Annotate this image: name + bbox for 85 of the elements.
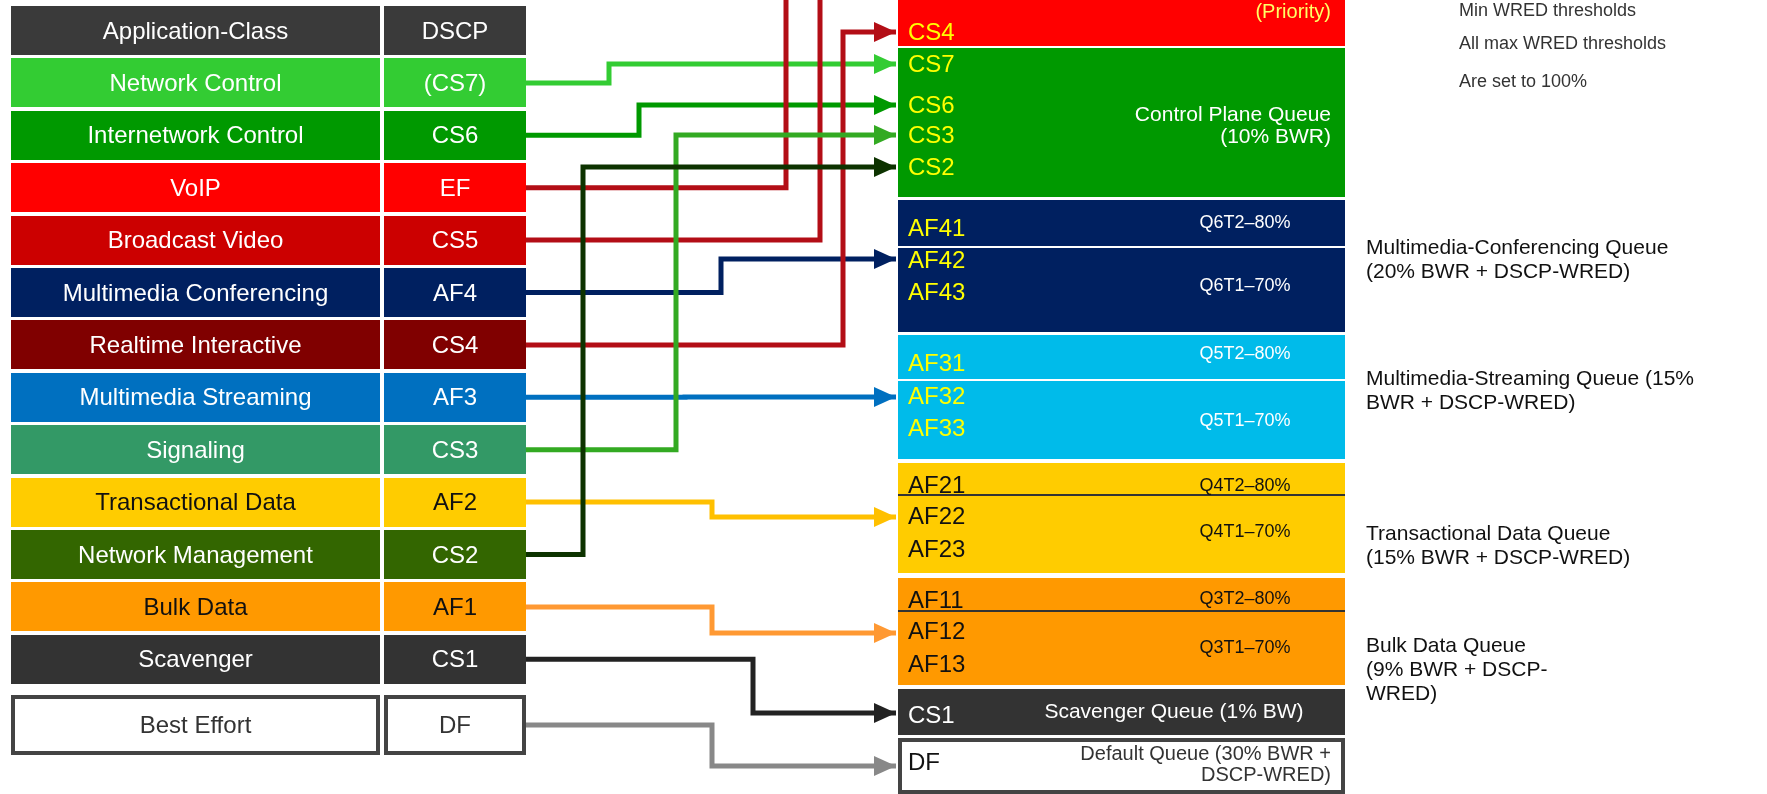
application-class-cell: Best Effort bbox=[11, 695, 380, 755]
application-class-cell: Scavenger bbox=[11, 634, 380, 684]
queue-box bbox=[898, 738, 1345, 794]
dscp-value: CS7 bbox=[908, 51, 955, 77]
threshold-label: Q4T1–70% bbox=[1199, 521, 1291, 541]
dscp-value: AF11 bbox=[908, 587, 964, 613]
application-class-cell: Signaling bbox=[11, 425, 380, 475]
arrow bbox=[526, 249, 896, 295]
application-class-cell: Broadcast Video bbox=[11, 215, 380, 265]
dscp-value: CS2 bbox=[908, 154, 955, 180]
queue-description: Multimedia-Streaming Queue (15% BWR + DSCP-WRED) bbox=[1366, 365, 1695, 415]
dscp-cell: CS6 bbox=[384, 110, 526, 160]
header-cell: Application-Class bbox=[11, 6, 380, 55]
dscp-cell: (CS7) bbox=[384, 58, 526, 108]
threshold-label: Q4T2–80% bbox=[1199, 475, 1291, 495]
dscp-value: CS3 bbox=[908, 122, 955, 148]
dscp-cell: CS4 bbox=[384, 320, 526, 370]
dscp-value: DF bbox=[908, 749, 940, 775]
application-class-cell: Network Control bbox=[11, 58, 380, 108]
application-class-cell: Bulk Data bbox=[11, 582, 380, 632]
application-class-cell: Realtime Interactive bbox=[11, 320, 380, 370]
arrow bbox=[526, 656, 896, 723]
dscp-value: AF41 bbox=[908, 215, 966, 241]
dscp-cell: CS2 bbox=[384, 530, 526, 579]
dscp-cell: CS3 bbox=[384, 425, 526, 475]
arrow bbox=[526, 722, 896, 776]
dscp-cell: CS5 bbox=[384, 215, 526, 265]
queue-box bbox=[898, 689, 1345, 735]
threshold-label: Q3T2–80% bbox=[1199, 588, 1291, 608]
dscp-value: AF13 bbox=[908, 651, 966, 677]
header-cell: DSCP bbox=[384, 6, 526, 55]
dscp-value: AF23 bbox=[908, 536, 966, 562]
queue-description: Transactional Data Queue (15% BWR + DSCP-WRED) bbox=[1366, 520, 1632, 570]
dscp-cell: AF2 bbox=[384, 477, 526, 527]
threshold-label: Q6T1–70% bbox=[1199, 275, 1291, 295]
arrow bbox=[526, 22, 896, 348]
note-text: Min WRED thresholds bbox=[1459, 0, 1637, 21]
dscp-cell: CS1 bbox=[384, 634, 526, 684]
queue-box bbox=[898, 335, 1345, 459]
dscp-value: AF33 bbox=[908, 415, 966, 441]
queue-box bbox=[898, 48, 1345, 197]
application-class-cell: Internetwork Control bbox=[11, 110, 380, 160]
queue-description: Multimedia-Conferencing Queue (20% BWR + DSCP-WRED) bbox=[1366, 234, 1670, 284]
application-class-cell: Multimedia Conferencing bbox=[11, 268, 380, 317]
dscp-cell: AF1 bbox=[384, 582, 526, 632]
dscp-value: AF43 bbox=[908, 279, 966, 305]
dscp-value: CS1 bbox=[908, 702, 955, 728]
queue-name: (Priority) bbox=[1255, 0, 1331, 22]
dscp-value: AF22 bbox=[908, 503, 966, 529]
queue-name: Control Plane Queue (10% BWR) bbox=[1133, 102, 1331, 148]
application-class-cell: Transactional Data bbox=[11, 477, 380, 527]
arrow bbox=[526, 54, 896, 86]
dscp-cell: AF3 bbox=[384, 372, 526, 422]
arrow bbox=[526, 125, 896, 453]
queue-box bbox=[898, 463, 1345, 573]
arrow bbox=[526, 95, 896, 138]
note-text: Are set to 100% bbox=[1459, 71, 1588, 92]
threshold-label: Q5T2–80% bbox=[1199, 343, 1291, 363]
threshold-label: Q6T2–80% bbox=[1199, 212, 1291, 232]
queue-description: Bulk Data Queue (9% BWR + DSCP-WRED) bbox=[1366, 632, 1549, 706]
queue-box bbox=[898, 200, 1345, 332]
application-class-cell: Multimedia Streaming bbox=[11, 372, 380, 422]
arrow bbox=[526, 387, 896, 407]
queue-box bbox=[898, 578, 1345, 685]
threshold-label: Q3T1–70% bbox=[1199, 637, 1291, 657]
dscp-value: AF21 bbox=[908, 472, 966, 498]
application-class-cell: VoIP bbox=[11, 163, 380, 213]
dscp-value: CS6 bbox=[908, 92, 955, 118]
arrow bbox=[526, 604, 896, 643]
queue-name: Default Queue (30% BWR + DSCP-WRED) bbox=[1079, 743, 1331, 785]
threshold-label: Q5T1–70% bbox=[1199, 410, 1291, 430]
dscp-value: AF42 bbox=[908, 247, 966, 273]
application-class-cell: Network Management bbox=[11, 530, 380, 579]
dscp-cell: EF bbox=[384, 163, 526, 213]
dscp-value: AF32 bbox=[908, 383, 966, 409]
dscp-value: AF12 bbox=[908, 618, 966, 644]
arrow bbox=[526, 157, 896, 557]
queue-box bbox=[898, 0, 1345, 46]
dscp-cell: AF4 bbox=[384, 268, 526, 317]
note-text: All max WRED thresholds bbox=[1459, 33, 1667, 54]
dscp-cell: DF bbox=[384, 695, 526, 755]
dscp-value: AF31 bbox=[908, 350, 966, 376]
arrow bbox=[526, 499, 896, 527]
queue-name: Scavenger Queue (1% BW) bbox=[1044, 699, 1304, 722]
dscp-value: CS4 bbox=[908, 19, 955, 45]
